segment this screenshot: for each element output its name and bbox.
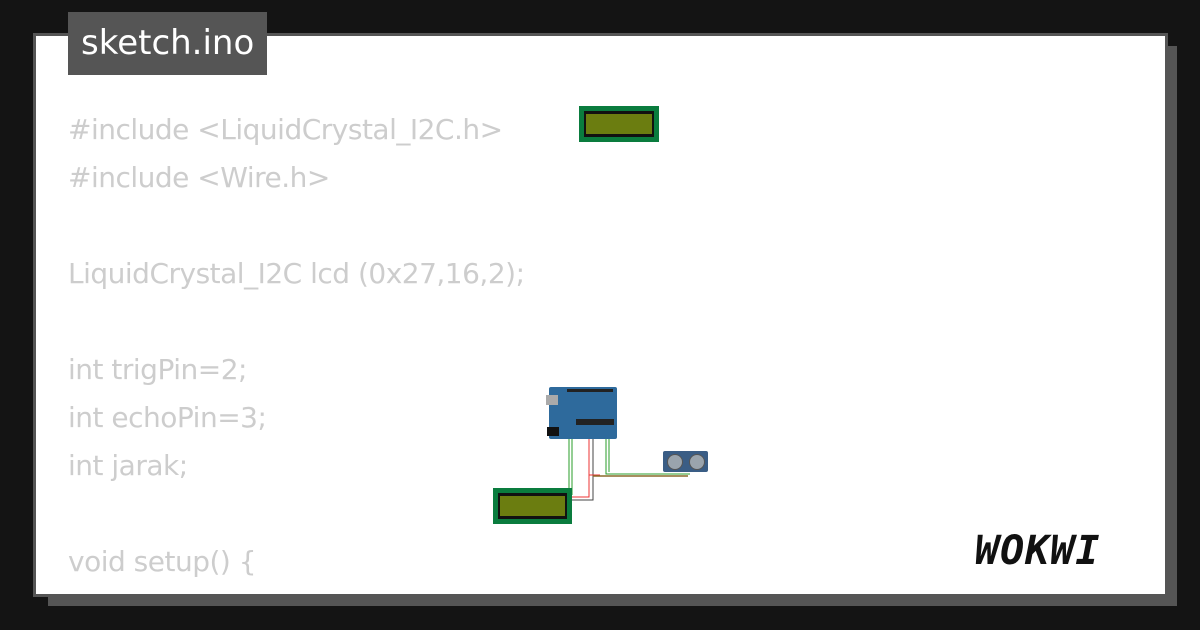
wire-green	[605, 438, 690, 475]
code-line: #include <LiquidCrystal_I2C.h>	[68, 113, 503, 146]
lcd-display	[493, 488, 572, 524]
sensor-eye	[667, 454, 683, 470]
ultrasonic-sensor	[663, 451, 708, 472]
code-line: int echoPin=3;	[68, 401, 267, 434]
code-line: #include <Wire.h>	[68, 161, 330, 194]
code-preview: #include <LiquidCrystal_I2C.h> #include <…	[68, 106, 525, 594]
usb-port	[546, 395, 558, 405]
arduino-uno-board	[546, 387, 617, 439]
code-line: LiquidCrystal_I2C lcd (0x27,16,2);	[68, 257, 525, 290]
sensor-eye	[689, 454, 705, 470]
code-line: int jarak;	[68, 449, 188, 482]
header-pins	[567, 389, 613, 392]
lcd-display-top	[579, 106, 659, 142]
chip	[576, 419, 614, 425]
code-line: pinMode(trigPin,OUTPUT);	[68, 586, 525, 594]
code-line: int trigPin=2;	[68, 353, 247, 386]
wire-red	[572, 438, 590, 498]
wire-black	[572, 438, 594, 501]
code-line: void setup() {	[68, 545, 257, 578]
file-title: sketch.ino	[68, 12, 268, 75]
power-jack	[547, 427, 559, 436]
wokwi-logo: WOKWI	[975, 528, 1101, 574]
